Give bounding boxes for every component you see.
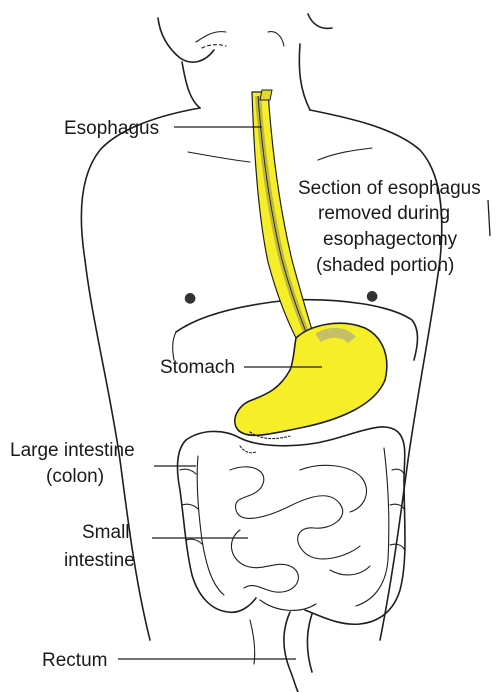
- stomach-label: Stomach: [160, 357, 235, 378]
- small-intestine-label-line2: intestine: [64, 550, 135, 571]
- svg-text:●: ●: [366, 288, 378, 304]
- section-label-line3: esophagectomy: [323, 229, 458, 250]
- large-intestine: [178, 427, 405, 624]
- large-intestine-label-line2: (colon): [46, 466, 104, 487]
- section-label-line4: (shaded portion): [316, 255, 454, 276]
- large-intestine-label-line1: Large intestine: [10, 440, 135, 461]
- section-bracket: [488, 200, 490, 236]
- small-intestine-label-line1: Small: [82, 522, 130, 543]
- small-intestine: [230, 465, 370, 610]
- stomach: [235, 323, 387, 438]
- rectum-label: Rectum: [42, 650, 107, 671]
- esophagus-label: Esophagus: [64, 118, 159, 139]
- svg-text:●: ●: [184, 290, 196, 306]
- section-label-line1: Section of esophagus: [298, 178, 481, 199]
- section-label-line2: removed during: [318, 203, 450, 224]
- rectum: [250, 612, 312, 692]
